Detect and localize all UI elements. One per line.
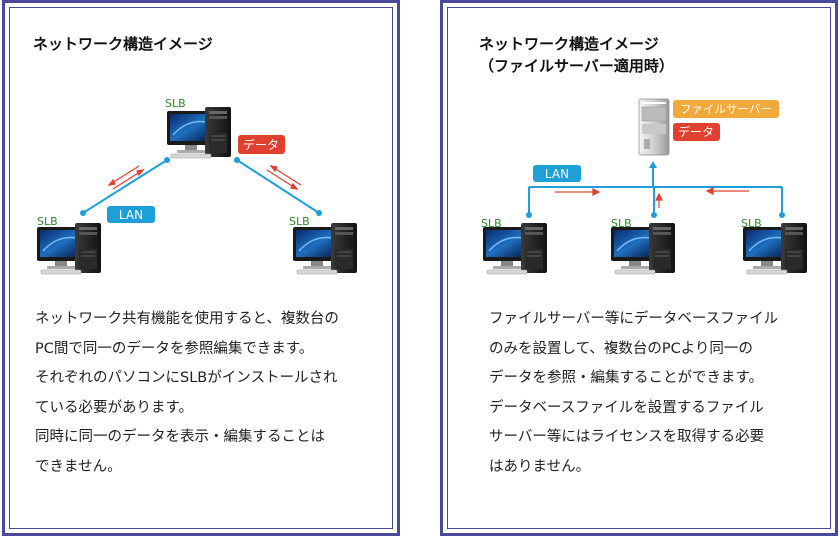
right-body-text: ファイルサーバー等にデータベースファイル のみを設置して、複数台のPCより同一の… xyxy=(489,305,819,482)
lan-badge xyxy=(107,206,155,223)
file-server-icon xyxy=(638,98,670,156)
left-title-text: ネットワーク構造イメージ xyxy=(33,35,213,53)
right-pc-2-icon xyxy=(610,222,676,275)
data-flow-arrows xyxy=(555,187,749,208)
left-panel-title: ネットワーク構造イメージ xyxy=(33,33,213,55)
right-node-label-1: SLB xyxy=(481,217,502,230)
server-label: ファイルサーバー xyxy=(680,102,772,116)
link-left xyxy=(82,159,168,214)
left-network-diagram: SLB SLB SLB LAN データ xyxy=(36,97,358,275)
right-lan-label: LAN xyxy=(545,167,569,181)
data-badge xyxy=(238,135,285,154)
server-data-badge xyxy=(673,123,720,141)
right-body-line: データを参照・編集することができます。 xyxy=(489,370,764,386)
right-body-line: のみを設置して、複数台のPCより同一の xyxy=(489,340,753,357)
server-data-label: データ xyxy=(678,124,714,139)
server-badge xyxy=(673,100,779,118)
right-title-line1: ネットワーク構造イメージ xyxy=(479,35,659,53)
right-network-diagram: ファイルサーバー データ LAN SLB SLB SLB xyxy=(481,98,808,275)
data-label: データ xyxy=(243,137,279,152)
link-right xyxy=(236,159,320,214)
pc-right-icon xyxy=(292,222,358,275)
node-label-left: SLB xyxy=(37,215,58,228)
left-body-line: それぞれのパソコンにSLBがインストールされ xyxy=(35,370,338,386)
left-body-line: ている必要があります。 xyxy=(35,399,194,416)
right-node-label-3: SLB xyxy=(741,217,762,230)
pc-left-icon xyxy=(36,222,102,275)
left-panel: ネットワーク構造イメージ SLB SLB SLB xyxy=(2,0,400,536)
data-arrows-right xyxy=(266,165,302,190)
left-body-line: できません。 xyxy=(35,458,122,475)
left-body-line: 同時に同一のデータを表示・編集することは xyxy=(35,429,325,445)
right-panel-inner-border xyxy=(447,7,831,529)
left-body-line: PC間で同一のデータを参照編集できます。 xyxy=(35,340,314,357)
right-pc-3-icon xyxy=(742,222,808,275)
right-body-line: ファイルサーバー等にデータベースファイル xyxy=(489,311,779,327)
left-panel-inner-border xyxy=(9,7,393,529)
left-body-text: ネットワーク共有機能を使用すると、複数台の PC間で同一のデータを参照編集できま… xyxy=(35,305,385,482)
right-lan-badge xyxy=(533,165,581,182)
left-body-line: ネットワーク共有機能を使用すると、複数台の xyxy=(35,311,339,327)
right-pc-1-icon xyxy=(482,222,548,275)
right-node-label-2: SLB xyxy=(611,217,632,230)
node-label-right: SLB xyxy=(289,215,310,228)
node-label-top: SLB xyxy=(165,97,186,110)
right-body-line: はありません。 xyxy=(489,458,591,475)
right-panel-title: ネットワーク構造イメージ （ファイルサーバー適用時） xyxy=(479,33,674,77)
data-arrows-left xyxy=(107,165,145,190)
right-body-line: データベースファイルを設置するファイル xyxy=(489,399,764,416)
lan-label: LAN xyxy=(119,208,143,222)
right-title-line2: （ファイルサーバー適用時） xyxy=(479,57,674,75)
pc-top-icon xyxy=(166,106,232,159)
right-panel: ネットワーク構造イメージ （ファイルサーバー適用時） ファイルサーバー データ xyxy=(440,0,838,536)
right-body-line: サーバー等にはライセンスを取得する必要 xyxy=(489,429,765,445)
